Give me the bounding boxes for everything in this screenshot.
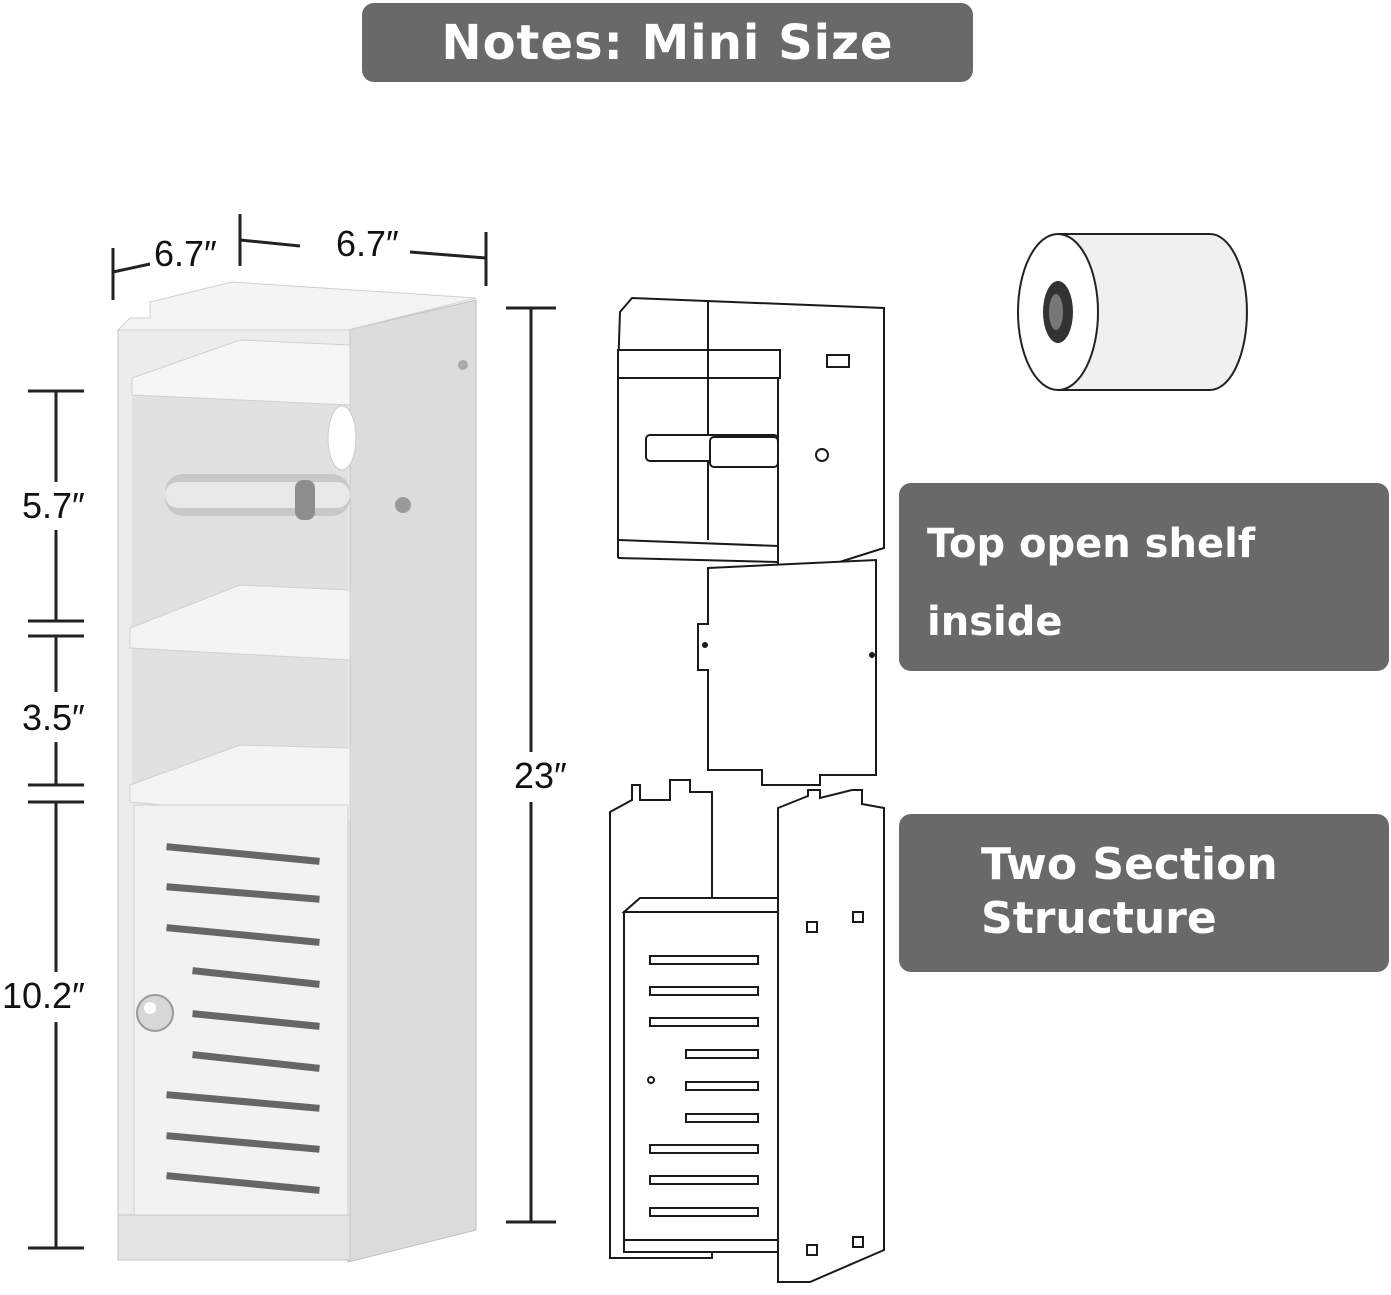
toilet-roll-icon (1017, 233, 1248, 391)
cabinet-photo (116, 281, 477, 1263)
width-label: 6.7″ (334, 223, 401, 264)
two-section-callout: Two Section Structure (899, 814, 1389, 972)
two-section-line-1: Two Section (981, 839, 1278, 890)
mega-roll-line-2: fit for mega roll (927, 677, 1282, 723)
dimension-lines (28, 214, 556, 1250)
top-shelf-height-label: 5.7″ (20, 485, 87, 526)
mega-roll-line-1: Top open shelf inside (927, 521, 1256, 645)
title-text: Notes: Mini Size (441, 14, 894, 71)
depth-label: 6.7″ (152, 233, 219, 274)
title-banner: Notes: Mini Size (362, 3, 973, 82)
middle-shelf-height-label: 3.5″ (20, 697, 87, 738)
total-height-label: 23″ (512, 755, 569, 796)
mega-roll-callout: Top open shelf inside fit for mega roll (899, 483, 1389, 723)
two-section-line-2: Structure (981, 893, 1217, 944)
exploded-diagram (609, 296, 885, 1283)
cabinet-height-label: 10.2″ (0, 975, 87, 1016)
